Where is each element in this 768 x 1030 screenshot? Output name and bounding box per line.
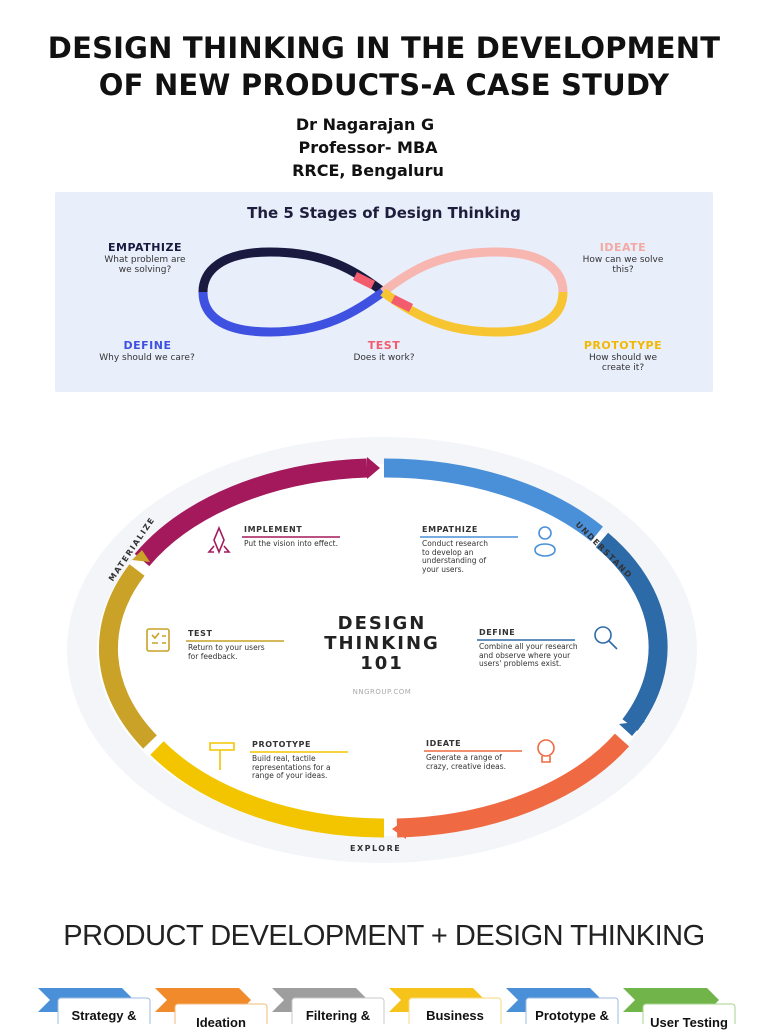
hammer-icon — [209, 742, 235, 770]
nng-ring-graphic — [67, 437, 697, 863]
card-ideate: IDEATE Generate a range of crazy, creati… — [426, 739, 536, 771]
card-implement-title: IMPLEMENT — [244, 525, 303, 534]
inner-ring-gap — [97, 464, 667, 836]
step-label-ideation: Ideation — [196, 1015, 246, 1030]
infinity-segment-test-b — [390, 294, 414, 313]
card-ideate-title: IDEATE — [426, 739, 462, 748]
title-line-1: DESIGN THINKING IN THE DEVELOPMENT — [47, 31, 721, 65]
step-label-business: Business — [426, 1008, 484, 1023]
nng-center-title: DESIGN THINKING 101 — [324, 613, 440, 674]
card-test: TEST Return to your users for feedback. — [188, 629, 298, 661]
author-affiliation: RRCE, Bengaluru — [292, 161, 444, 180]
card-test-desc: Return to your users for feedback. — [188, 643, 265, 661]
infinity-segment-prototype — [380, 288, 568, 337]
step-label-user-testing: User Testing — [650, 1015, 728, 1030]
card-prototype-desc: Build real, tactile representations for … — [252, 754, 331, 780]
card-test-title: TEST — [188, 629, 213, 638]
card-implement: IMPLEMENT Put the vision into effect. — [244, 525, 364, 549]
card-implement-desc: Put the vision into effect. — [244, 539, 338, 548]
stage-desc-empathize: What problem are we solving? — [104, 255, 186, 275]
arrow-ideate — [392, 819, 406, 839]
card-define-desc: Combine all your research and observe wh… — [479, 642, 578, 668]
stage-desc-ideate: How can we solve this? — [582, 255, 664, 275]
infinity-segment-empathize — [198, 247, 386, 296]
design-thinking-101-figure: UNDERSTAND EXPLORE MATERIALIZE DESIGN TH… — [62, 430, 702, 870]
infinity-segment-define — [198, 288, 386, 337]
card-empathize: EMPATHIZE Conduct research to develop an… — [422, 525, 532, 574]
stage-label-empathize: EMPATHIZE — [108, 241, 182, 254]
card-empathize-desc: Conduct research to develop an understan… — [422, 539, 488, 574]
step-label-strategy: Strategy & — [71, 1008, 137, 1023]
card-prototype: PROTOTYPE Build real, tactile representa… — [252, 740, 362, 781]
card-empathize-title: EMPATHIZE — [422, 525, 478, 534]
magnifier-icon — [594, 626, 618, 650]
card-define-title: DEFINE — [479, 628, 516, 637]
arrow-test — [132, 550, 150, 562]
arc-test — [99, 564, 157, 749]
document-title: DESIGN THINKING IN THE DEVELOPMENT OF NE… — [0, 30, 768, 104]
process-chevrons: Strategy & Ideation Filtering & Business… — [0, 986, 768, 1030]
stage-desc-define: Why should we care? — [99, 353, 195, 363]
step-card-4 — [408, 997, 502, 1024]
stage-label-prototype: PROTOTYPE — [583, 339, 663, 352]
nng-source-label: NNGROUP.COM — [352, 688, 412, 696]
stage-label-ideate: IDEATE — [599, 241, 647, 254]
arrow-define — [619, 721, 645, 736]
empathy-user-icon — [534, 526, 556, 557]
checklist-icon — [146, 628, 170, 652]
step-card-1 — [57, 997, 151, 1024]
arc-prototype — [150, 741, 385, 838]
author-name: Dr Nagarajan G — [295, 115, 435, 134]
step-card-5 — [525, 997, 619, 1024]
rocket-icon — [207, 525, 231, 555]
stage-label-test: TEST — [367, 339, 401, 352]
card-prototype-title: PROTOTYPE — [252, 740, 312, 749]
step-card-3 — [291, 997, 385, 1024]
product-development-title: PRODUCT DEVELOPMENT + DESIGN THINKING — [63, 920, 705, 952]
lightbulb-icon — [537, 739, 555, 763]
author-role: Professor- MBA — [298, 138, 438, 157]
arc-empathize — [383, 458, 603, 542]
five-stages-figure: The 5 Stages of Design Thinking EMPATHIZ… — [55, 192, 713, 392]
step-card-6 — [642, 1003, 736, 1024]
stage-desc-prototype: How should we create it? — [588, 353, 658, 373]
chevron-strip-graphic — [38, 988, 736, 1024]
infinity-segment-ideate — [380, 247, 568, 296]
stage-desc-test: Does it work? — [353, 353, 415, 363]
infinity-segment-test-a — [352, 271, 376, 290]
arc-label-explore: EXPLORE — [350, 844, 402, 853]
step-card-2 — [174, 1003, 268, 1024]
infinity-loop-graphic — [198, 247, 568, 337]
arrow-implement — [367, 457, 380, 479]
arc-ideate — [396, 733, 630, 838]
five-stages-title: The 5 Stages of Design Thinking — [247, 204, 521, 222]
title-line-2: OF NEW PRODUCTS-A CASE STUDY — [98, 68, 670, 102]
arc-implement — [134, 458, 368, 567]
arc-define — [595, 532, 668, 731]
stage-label-define: DEFINE — [123, 339, 172, 352]
step-label-filtering: Filtering & — [305, 1008, 371, 1023]
card-ideate-desc: Generate a range of crazy, creative idea… — [426, 753, 507, 771]
step-label-prototype: Prototype & — [535, 1008, 609, 1023]
card-define: DEFINE Combine all your research and obs… — [479, 628, 599, 669]
